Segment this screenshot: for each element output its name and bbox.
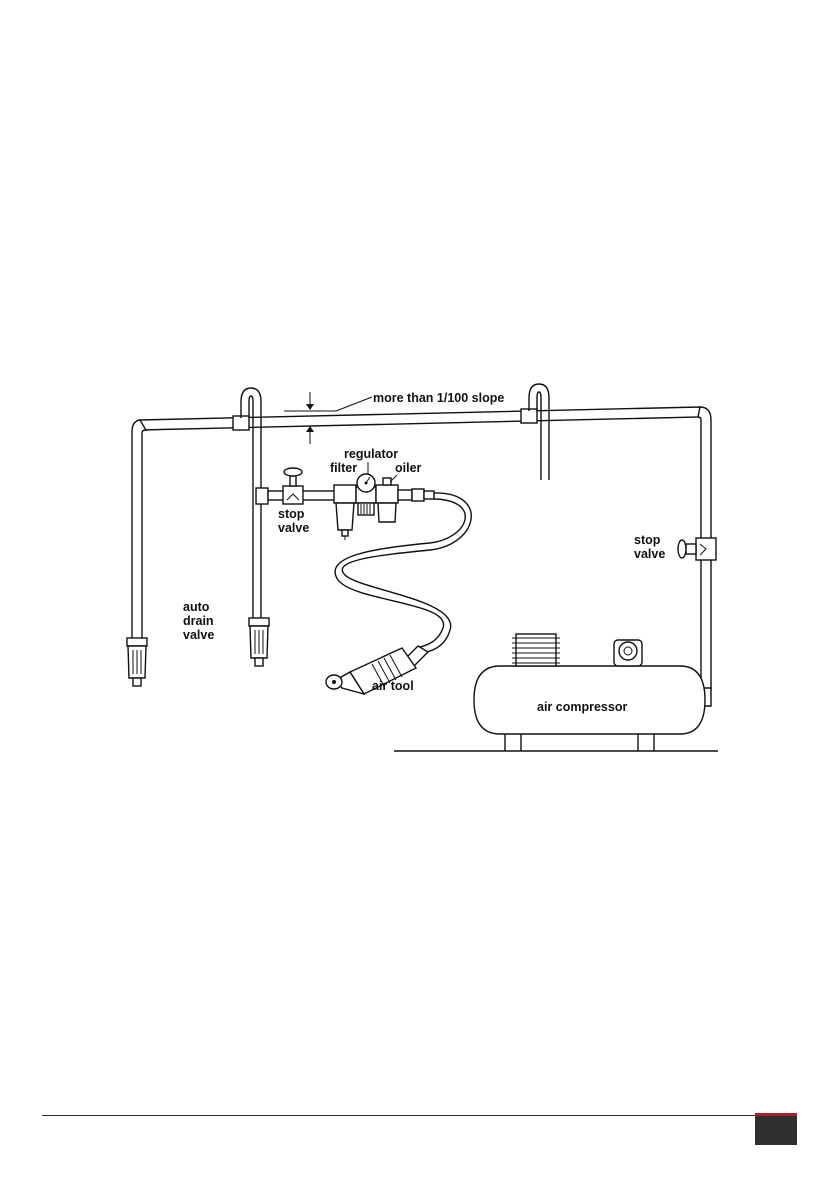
auto-drain-label-1: auto bbox=[183, 600, 210, 614]
stop-valve-left-label-2: valve bbox=[278, 521, 309, 535]
oiler-unit bbox=[376, 478, 398, 522]
air-compressor bbox=[474, 634, 711, 751]
page-number-tab bbox=[755, 1113, 797, 1145]
stop-valve-right bbox=[678, 538, 716, 560]
quick-coupler bbox=[398, 489, 434, 501]
auto-drain-label-3: valve bbox=[183, 628, 214, 642]
air-tool-label: air tool bbox=[372, 679, 414, 693]
gooseneck-right bbox=[529, 384, 549, 480]
stop-valve-left-label-1: stop bbox=[278, 507, 305, 521]
stop-valve-left bbox=[283, 468, 303, 504]
air-hose bbox=[335, 493, 471, 654]
auto-drain-label-2: drain bbox=[183, 614, 214, 628]
regulator-label: regulator bbox=[344, 447, 398, 461]
filter-label: filter bbox=[330, 461, 357, 475]
regulator-unit bbox=[356, 474, 376, 515]
air-compressor-label: air compressor bbox=[537, 700, 627, 714]
auto-drain-valve-mid bbox=[249, 618, 269, 666]
oiler-label: oiler bbox=[395, 461, 422, 475]
stop-valve-right-label-2: valve bbox=[634, 547, 665, 561]
filter-unit bbox=[334, 485, 356, 540]
slope-label: more than 1/100 slope bbox=[373, 391, 504, 405]
auto-drain-valve-left bbox=[127, 638, 147, 686]
stop-valve-right-label-1: stop bbox=[634, 533, 661, 547]
footer-rule bbox=[42, 1115, 797, 1116]
